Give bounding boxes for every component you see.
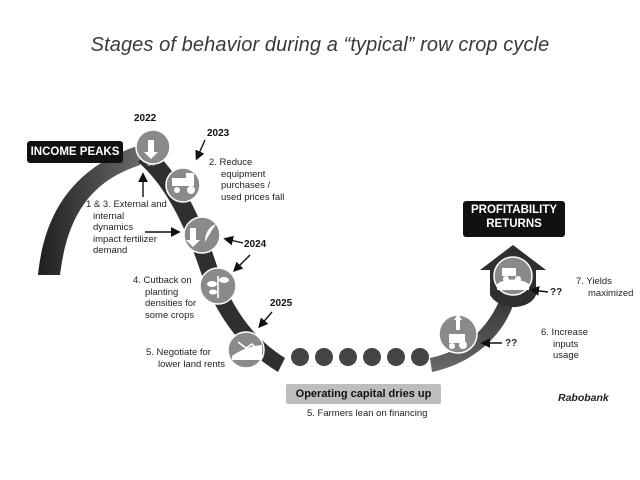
stage-circle-planting (199, 267, 237, 305)
stage-line: used prices fall (221, 191, 285, 203)
income-arc (38, 145, 140, 275)
year-label: 2025 (270, 298, 293, 309)
stage-5b-label: 5. Farmers lean on financing (307, 408, 428, 419)
stage-circle-inputs (438, 314, 478, 354)
profitability-returns-badge: PROFITABILITY RETURNS (463, 201, 565, 237)
npk-label: NPK (147, 162, 156, 167)
trough-dot (387, 348, 405, 366)
stage-line: 6. Increase (541, 327, 588, 338)
stage-line: dynamics (93, 222, 134, 233)
stage-line: impact fertilizer (93, 233, 157, 245)
year-label: 2022 (134, 113, 157, 124)
stage-circle-2024 (183, 216, 221, 254)
stage-5a-label: 5. Negotiate for lower land rents (146, 347, 225, 370)
operating-capital-badge: Operating capital dries up (286, 384, 441, 404)
stage-1-3-label: 1 & 3. External and internal dynamics im… (86, 199, 167, 257)
year-label: 2024 (244, 239, 267, 250)
stage-line: lower land rents (158, 358, 226, 370)
unknown-marker: ?? (550, 287, 563, 298)
stage-line: purchases / (221, 180, 271, 191)
stage-line: maximized (588, 287, 634, 299)
stage-circle-yields (493, 256, 533, 296)
stage-line: inputs (553, 338, 579, 350)
pointer-arrow (258, 311, 273, 329)
stage-line: 4. Cutback on (133, 275, 192, 286)
income-peaks-badge: INCOME PEAKS (27, 141, 123, 163)
year-label: 2023 (207, 128, 230, 139)
profitability-label-line: PROFITABILITY (470, 204, 558, 216)
trough-dot (291, 348, 309, 366)
diagram-title: Stages of behavior during a “typical” ro… (90, 34, 550, 56)
pointer-arrow (233, 254, 251, 272)
stage-line: 5. Negotiate for (146, 347, 211, 358)
trough-dot (315, 348, 333, 366)
trough-dot (411, 348, 429, 366)
stage-line: equipment (221, 168, 266, 180)
stage-2-label: 2. Reduce equipment purchases / used pri… (209, 157, 284, 203)
pointer-arrow (529, 286, 549, 296)
stage-line: planting (145, 286, 179, 298)
stage-6-label: 6. Increase inputs usage (541, 327, 588, 362)
trough-dots (291, 348, 429, 366)
profitability-label-line: RETURNS (486, 217, 542, 230)
trough-dot (363, 348, 381, 366)
stage-4-label: 4. Cutback on planting densities for som… (133, 275, 196, 321)
stage-line: internal (93, 210, 125, 222)
stage-circle-2023 (165, 167, 201, 203)
stage-line: 2. Reduce (209, 157, 253, 168)
stage-line: 1 & 3. External and (86, 199, 167, 210)
decline-band (138, 148, 285, 372)
stage-line: some crops (145, 309, 195, 321)
brand-logo: Rabobank (558, 392, 609, 404)
stage-line: 7. Yields (576, 276, 612, 287)
trough-dot (339, 348, 357, 366)
stage-circle-2022 (135, 129, 171, 165)
pointer-arrow (223, 235, 244, 246)
stage-line: demand (93, 245, 128, 256)
pointer-arrow (195, 139, 206, 161)
stage-7-label: 7. Yields maximized (576, 276, 633, 299)
stage-line: usage (553, 350, 579, 361)
stage-line: densities for (145, 298, 197, 309)
unknown-marker: ?? (505, 338, 518, 349)
stage-circle-2025 (227, 331, 265, 369)
